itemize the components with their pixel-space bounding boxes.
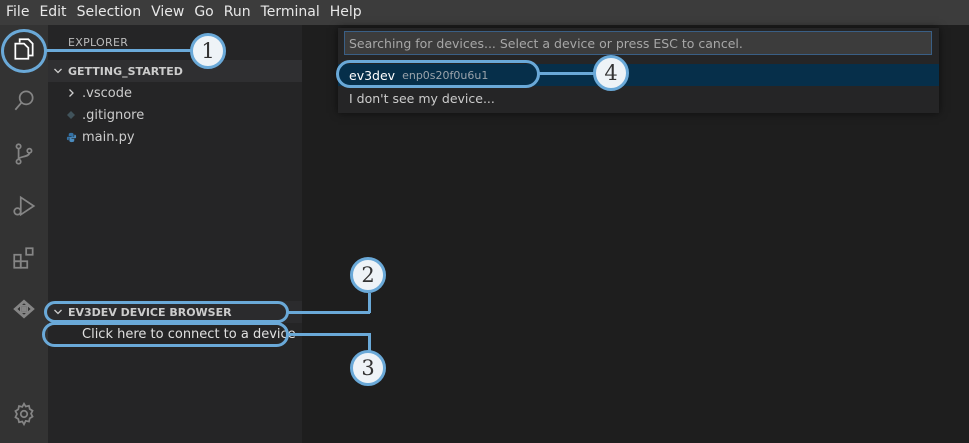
sidebar-title: EXPLORER — [68, 36, 129, 49]
device-browser-title: EV3DEV DEVICE BROWSER — [68, 305, 232, 319]
callout-1-badge: 1 — [190, 33, 226, 69]
file-name: .vscode — [82, 85, 132, 101]
ev3dev-icon[interactable] — [0, 285, 48, 333]
callout-2-badge: 2 — [350, 257, 386, 293]
callout-1-line — [46, 49, 192, 52]
menu-file[interactable]: File — [6, 4, 30, 20]
menu-edit[interactable]: Edit — [39, 4, 67, 20]
callout-3-line-v — [368, 333, 371, 353]
file-name: main.py — [82, 129, 135, 145]
callout-4-line — [539, 72, 595, 75]
workspace-name: GETTING_STARTED — [68, 64, 183, 78]
file-name: .gitignore — [82, 107, 145, 123]
python-icon — [64, 132, 78, 143]
menu-terminal[interactable]: Terminal — [260, 4, 320, 20]
device-name: ev3dev — [349, 67, 396, 83]
chevron-down-icon — [48, 66, 68, 76]
activity-bar — [0, 25, 48, 443]
callout-3-line-h — [288, 333, 370, 336]
menu-go[interactable]: Go — [194, 4, 214, 20]
callout-2-line-v — [368, 293, 371, 313]
git-diamond-icon — [64, 110, 78, 120]
menu-run[interactable]: Run — [223, 4, 251, 20]
run-debug-icon[interactable] — [0, 182, 48, 230]
menu-view[interactable]: View — [151, 4, 185, 20]
device-quick-pick: ev3dev enp0s20f0u6u1 I don't see my devi… — [338, 28, 939, 113]
callout-3-badge: 3 — [350, 350, 386, 386]
menu-help[interactable]: Help — [329, 4, 362, 20]
callout-2-highlight — [44, 301, 289, 323]
chevron-right-icon — [64, 88, 78, 98]
tree-item-main-py[interactable]: main.py — [48, 126, 302, 148]
device-interface: enp0s20f0u6u1 — [402, 68, 489, 82]
extensions-icon[interactable] — [0, 234, 48, 282]
connect-device-label: Click here to connect to a device — [82, 326, 296, 342]
tree-item-gitignore[interactable]: .gitignore — [48, 104, 302, 126]
source-control-icon[interactable] — [0, 130, 48, 178]
no-device-label: I don't see my device... — [349, 90, 495, 106]
quick-pick-item-no-device[interactable]: I don't see my device... — [338, 87, 939, 109]
callout-3-highlight — [42, 322, 289, 347]
quick-pick-item-ev3dev[interactable]: ev3dev enp0s20f0u6u1 — [338, 64, 939, 86]
editor-area: ev3dev enp0s20f0u6u1 I don't see my devi… — [302, 25, 969, 443]
menu-bar: File Edit Selection View Go Run Terminal… — [0, 0, 969, 25]
connect-device-item[interactable]: Click here to connect to a device — [48, 323, 302, 345]
tree-item-vscode[interactable]: .vscode — [48, 82, 302, 104]
quick-pick-input[interactable] — [344, 31, 932, 55]
search-icon[interactable] — [0, 76, 48, 124]
explorer-sidebar: EXPLORER GETTING_STARTED .vscode .gitign… — [48, 25, 302, 443]
callout-2-line-h — [288, 311, 370, 314]
menu-selection[interactable]: Selection — [76, 4, 142, 20]
workspace-header[interactable]: GETTING_STARTED — [48, 60, 302, 82]
callout-4-badge: 4 — [593, 55, 629, 91]
settings-gear-icon[interactable] — [0, 390, 48, 438]
callout-1-highlight — [1, 29, 47, 73]
device-browser-header[interactable]: EV3DEV DEVICE BROWSER — [48, 301, 302, 323]
callout-4-highlight — [336, 60, 540, 88]
